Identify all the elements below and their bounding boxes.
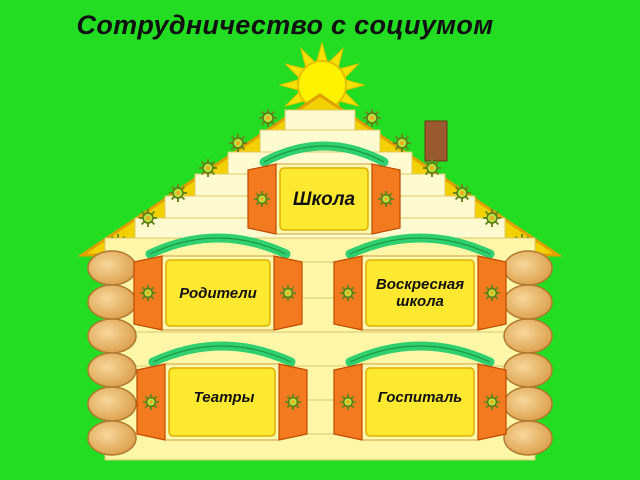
log-end xyxy=(87,420,137,456)
log-end xyxy=(503,386,553,422)
log-end xyxy=(503,352,553,388)
flower-ornament-icon xyxy=(259,109,277,127)
flower-ornament-icon xyxy=(139,209,157,227)
node-theatres: Театры xyxy=(193,389,255,407)
flower-ornament-icon xyxy=(423,159,441,177)
flower-ornament-icon xyxy=(484,285,500,301)
node-school: Школа xyxy=(292,189,356,211)
flower-ornament-icon xyxy=(169,184,187,202)
log-end xyxy=(87,318,137,354)
log-end xyxy=(503,284,553,320)
log-end xyxy=(87,352,137,388)
flower-ornament-icon xyxy=(280,285,296,301)
log-end xyxy=(87,284,137,320)
node-hospital: Госпиталь xyxy=(377,389,463,407)
log-end xyxy=(503,250,553,286)
flower-ornament-icon xyxy=(285,394,301,410)
flower-ornament-icon xyxy=(484,394,500,410)
window-school xyxy=(247,141,401,235)
chimney xyxy=(424,120,448,162)
flower-ornament-icon xyxy=(140,285,156,301)
log-end xyxy=(503,318,553,354)
log-end xyxy=(503,420,553,456)
flower-ornament-icon xyxy=(340,285,356,301)
window-theatres xyxy=(136,341,308,441)
flower-ornament-icon xyxy=(199,159,217,177)
diagram-title: Сотрудничество с социумом xyxy=(76,10,494,40)
flower-ornament-icon xyxy=(254,191,270,207)
log-end xyxy=(87,250,137,286)
flower-ornament-icon xyxy=(378,191,394,207)
window-sunday-school xyxy=(333,233,507,331)
node-parents: Родители xyxy=(179,285,257,303)
flower-ornament-icon xyxy=(483,209,501,227)
flower-ornament-icon xyxy=(393,134,411,152)
flower-ornament-icon xyxy=(453,184,471,202)
flower-ornament-icon xyxy=(229,134,247,152)
node-sunday-school: Воскресная школа xyxy=(375,275,465,310)
flower-ornament-icon xyxy=(363,109,381,127)
flower-ornament-icon xyxy=(143,394,159,410)
window-hospital xyxy=(333,341,507,441)
flower-ornament-icon xyxy=(340,394,356,410)
log-end xyxy=(87,386,137,422)
window-parents xyxy=(133,233,303,331)
